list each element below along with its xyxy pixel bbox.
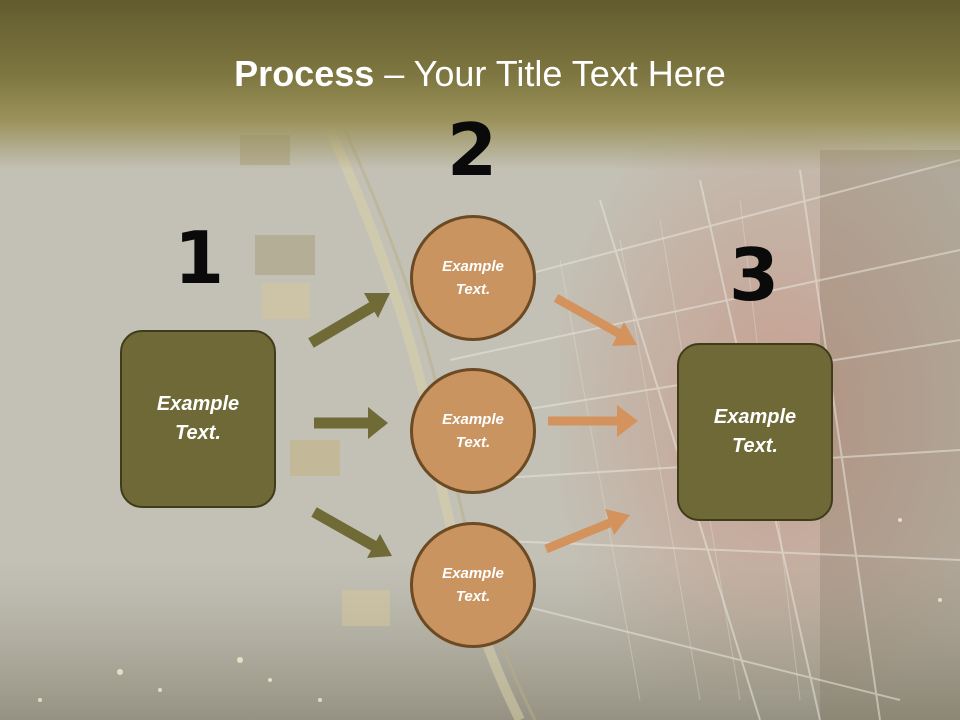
arrow-to-circle-2 xyxy=(314,407,388,439)
title-rest: – Your Title Text Here xyxy=(374,53,726,94)
slide-title: Process – Your Title Text Here xyxy=(0,52,960,96)
arrow-from-circle-2 xyxy=(548,405,638,437)
step-number-1: 1 xyxy=(173,216,225,300)
step-2-circle-bottom[interactable]: Example Text. xyxy=(410,522,536,648)
step-2-circle-middle[interactable]: Example Text. xyxy=(410,368,536,494)
step-2-circle-top[interactable]: Example Text. xyxy=(410,215,536,341)
header-band xyxy=(0,0,960,170)
arrow-from-circle-3 xyxy=(544,509,630,554)
step-3-box[interactable]: Example Text. xyxy=(677,343,833,521)
step-1-box[interactable]: Example Text. xyxy=(120,330,276,508)
step-number-2: 2 xyxy=(446,108,498,192)
title-bold: Process xyxy=(234,53,375,94)
arrow-from-circle-1 xyxy=(553,294,637,346)
arrow-to-circle-3 xyxy=(311,507,392,558)
step-number-3: 3 xyxy=(728,233,780,317)
arrow-to-circle-1 xyxy=(308,293,390,348)
